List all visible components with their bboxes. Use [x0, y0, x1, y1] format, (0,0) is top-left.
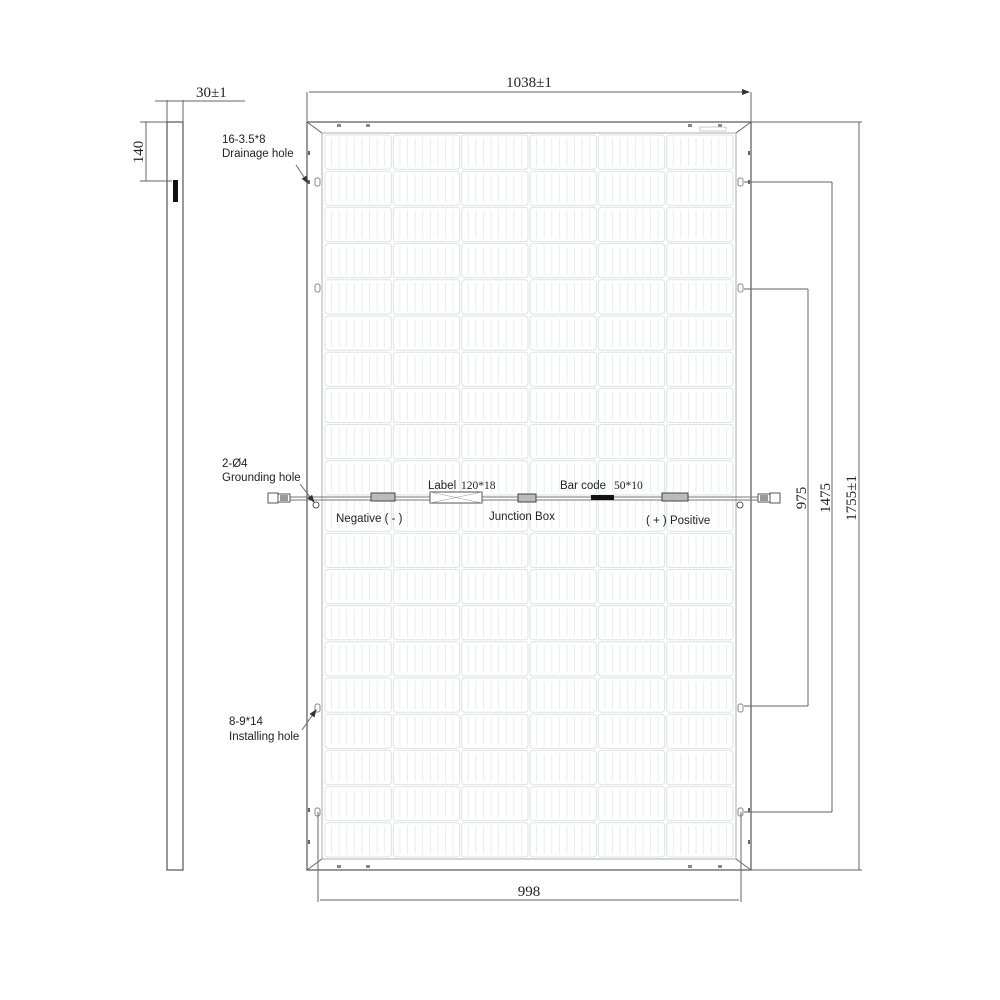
install-spacing-label: 1475: [818, 483, 834, 513]
drainage-hole-label: Drainage hole: [222, 148, 294, 160]
barcode-size: 50*10: [614, 480, 643, 492]
junction-box-label: Junction Box: [489, 511, 555, 523]
side-height-label: 140: [131, 141, 147, 164]
label-name: Label: [428, 480, 456, 492]
inner-frame: [321, 132, 737, 860]
side-junction-box: [173, 180, 178, 202]
overall-width-label: 1038±1: [506, 75, 552, 91]
inner-spacing-label: 975: [794, 487, 810, 510]
annotations: 16-3.5*8 Drainage hole 2-Ø4 Grounding ho…: [222, 134, 710, 743]
front-view: 1038±1 998 975 1475 1755±1: [267, 75, 862, 902]
positive-label: ( + ) Positive: [646, 515, 710, 527]
negative-junction-box-icon: [370, 492, 396, 502]
barcode-name: Bar code: [560, 480, 606, 492]
side-frame: [166, 121, 184, 871]
side-thickness-label: 30±1: [196, 85, 227, 101]
overall-height-label: 1755±1: [844, 475, 860, 521]
label-size: 120*18: [461, 480, 496, 492]
junction-box-icon: [517, 493, 537, 503]
label-sticker-icon: [429, 491, 483, 504]
negative-connector-plug-icon: [267, 492, 291, 504]
barcode-icon: [591, 495, 614, 500]
grounding-hole-label: Grounding hole: [222, 472, 301, 484]
grounding-hole-right-icon: [736, 501, 744, 509]
drainage-hole-spec: 16-3.5*8: [222, 134, 265, 146]
cable-assembly: [267, 491, 781, 509]
positive-junction-box-icon: [661, 492, 689, 502]
outer-frame: [306, 121, 752, 871]
negative-label: Negative ( - ): [336, 513, 403, 525]
installing-hole-label: Installing hole: [229, 731, 299, 743]
inner-width-label: 998: [518, 884, 541, 900]
positive-connector-plug-icon: [757, 492, 781, 504]
grounding-hole-spec: 2-Ø4: [222, 458, 248, 470]
cell-grid: [324, 134, 734, 858]
side-view: 30±1 140: [131, 85, 245, 871]
installing-hole-spec: 8-9*14: [229, 716, 263, 728]
grounding-hole-left-icon: [312, 501, 320, 509]
